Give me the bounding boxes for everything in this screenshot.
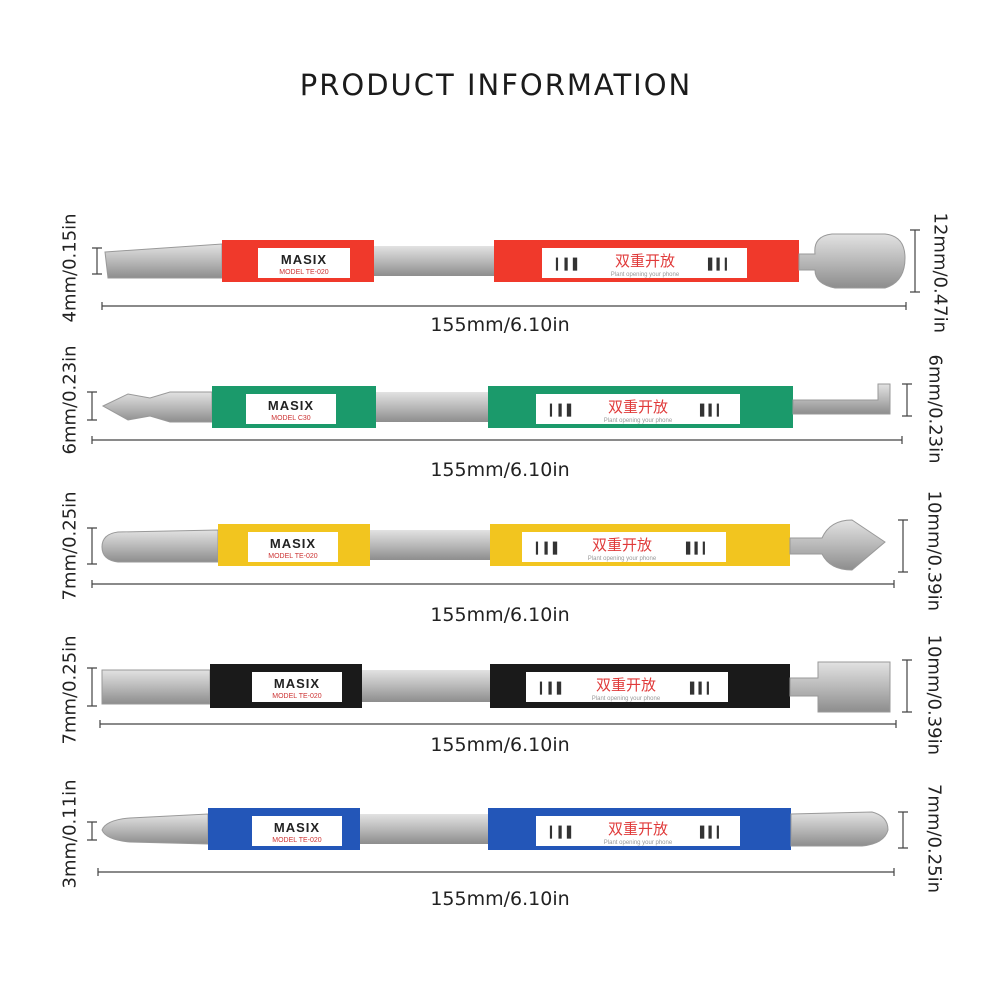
model-text: MODEL TE-020 (268, 553, 318, 560)
right-dimension-label: 7mm/0.25in (923, 783, 945, 894)
left-tip (101, 669, 211, 705)
cjk-label (526, 672, 728, 702)
right-dimension-label: 12mm/0.47in (929, 212, 951, 334)
left-tip (101, 529, 219, 563)
brand-text: MASIX (270, 536, 316, 551)
right-tip (789, 519, 886, 571)
tagline-text: Plant opening your phone (592, 696, 661, 702)
svg-text:▌▍▎: ▌▍▎ (699, 825, 725, 839)
brand-text: MASIX (268, 398, 314, 413)
spudger-tool-yellow: MASIX MODEL TE-020 ▎▍▌ 双重开放 Plant openin… (87, 519, 908, 588)
tagline-text: Plant opening your phone (604, 840, 673, 846)
cjk-text: 双重开放 (615, 252, 675, 270)
tagline-text: Plant opening your phone (588, 556, 657, 562)
brand-text: MASIX (274, 820, 320, 835)
tool-row-green: MASIX MODEL C30 ▎▍▌ 双重开放 Plant opening y… (0, 345, 1000, 502)
brand-label (246, 394, 336, 424)
model-text: MODEL TE-020 (272, 693, 322, 700)
left-dimension-label: 6mm/0.23in (59, 345, 81, 455)
spudger-tool-blue: MASIX MODEL TE-020 ▎▍▌ 双重开放 Plant openin… (87, 808, 908, 876)
brand-text: MASIX (274, 676, 320, 691)
svg-text:▎▍▌: ▎▍▌ (549, 825, 575, 839)
svg-text:▎▍▌: ▎▍▌ (549, 403, 575, 417)
metal-shaft (374, 246, 494, 276)
model-text: MODEL TE-020 (272, 837, 322, 844)
svg-text:▌▍▎: ▌▍▎ (707, 257, 733, 271)
tool-row-black: MASIX MODEL TE-020 ▎▍▌ 双重开放 Plant openin… (0, 632, 1000, 782)
left-tip (101, 391, 213, 423)
svg-text:▎▍▌: ▎▍▌ (535, 541, 561, 555)
tool-row-red: MASIX MODEL TE-020 ▎▍▌ 双重开放 Plant openin… (0, 210, 1000, 360)
length-dimension-line (99, 720, 897, 728)
tagline-text: Plant opening your phone (611, 272, 680, 278)
svg-text:▌▍▎: ▌▍▎ (699, 403, 725, 417)
left-dimension-label: 7mm/0.25in (59, 491, 81, 601)
metal-shaft (370, 530, 490, 560)
brand-label (258, 248, 350, 278)
length-dimension-line (91, 436, 903, 444)
page-title: PRODUCT INFORMATION (299, 68, 693, 102)
left-dimension-label: 3mm/0.11in (59, 779, 81, 889)
tool-row-yellow: MASIX MODEL TE-020 ▎▍▌ 双重开放 Plant openin… (0, 490, 1000, 642)
svg-text:▎▍▌: ▎▍▌ (555, 257, 581, 271)
left-dimension-label: 4mm/0.15in (59, 213, 81, 323)
length-dimension-line (97, 868, 895, 876)
right-tip (792, 383, 891, 415)
left-tip (101, 813, 209, 845)
metal-shaft (376, 392, 488, 422)
tool-row-blue: MASIX MODEL TE-020 ▎▍▌ 双重开放 Plant openin… (0, 776, 1000, 926)
cjk-label (536, 394, 740, 424)
tagline-text: Plant opening your phone (604, 418, 673, 424)
cjk-text: 双重开放 (608, 820, 668, 838)
brand-label (248, 532, 338, 562)
right-dimension-label: 10mm/0.39in (923, 490, 945, 612)
length-label: 155mm/6.10in (430, 459, 570, 481)
model-text: MODEL TE-020 (279, 269, 329, 276)
brand-label (252, 816, 342, 846)
length-dimension-line (101, 302, 907, 310)
right-tip (789, 661, 891, 713)
cjk-text: 双重开放 (608, 398, 668, 416)
length-label: 155mm/6.10in (430, 314, 570, 336)
length-label: 155mm/6.10in (430, 604, 570, 626)
left-tip (104, 243, 223, 279)
svg-text:▌▍▎: ▌▍▎ (689, 681, 715, 695)
metal-shaft (360, 814, 488, 844)
spudger-tool-green: MASIX MODEL C30 ▎▍▌ 双重开放 Plant opening y… (87, 383, 912, 444)
right-dimension-label: 10mm/0.39in (923, 634, 945, 756)
right-tip (798, 233, 906, 289)
length-label: 155mm/6.10in (430, 888, 570, 910)
brand-label (252, 672, 342, 702)
spudger-tool-black: MASIX MODEL TE-020 ▎▍▌ 双重开放 Plant openin… (87, 659, 912, 728)
cjk-label (522, 532, 726, 562)
brand-text: MASIX (281, 252, 327, 267)
model-text: MODEL C30 (271, 415, 311, 422)
svg-text:▎▍▌: ▎▍▌ (539, 681, 565, 695)
length-label: 155mm/6.10in (430, 734, 570, 756)
cjk-label (536, 816, 740, 846)
left-dimension-label: 7mm/0.25in (59, 635, 81, 745)
metal-shaft (362, 670, 490, 702)
cjk-text: 双重开放 (596, 676, 656, 694)
right-dimension-label: 6mm/0.23in (924, 354, 946, 464)
svg-text:▌▍▎: ▌▍▎ (685, 541, 711, 555)
spudger-tool-red: MASIX MODEL TE-020 ▎▍▌ 双重开放 Plant openin… (92, 229, 920, 310)
right-tip (790, 811, 889, 847)
cjk-text: 双重开放 (592, 536, 652, 554)
length-dimension-line (91, 580, 895, 588)
cjk-label (542, 248, 747, 278)
